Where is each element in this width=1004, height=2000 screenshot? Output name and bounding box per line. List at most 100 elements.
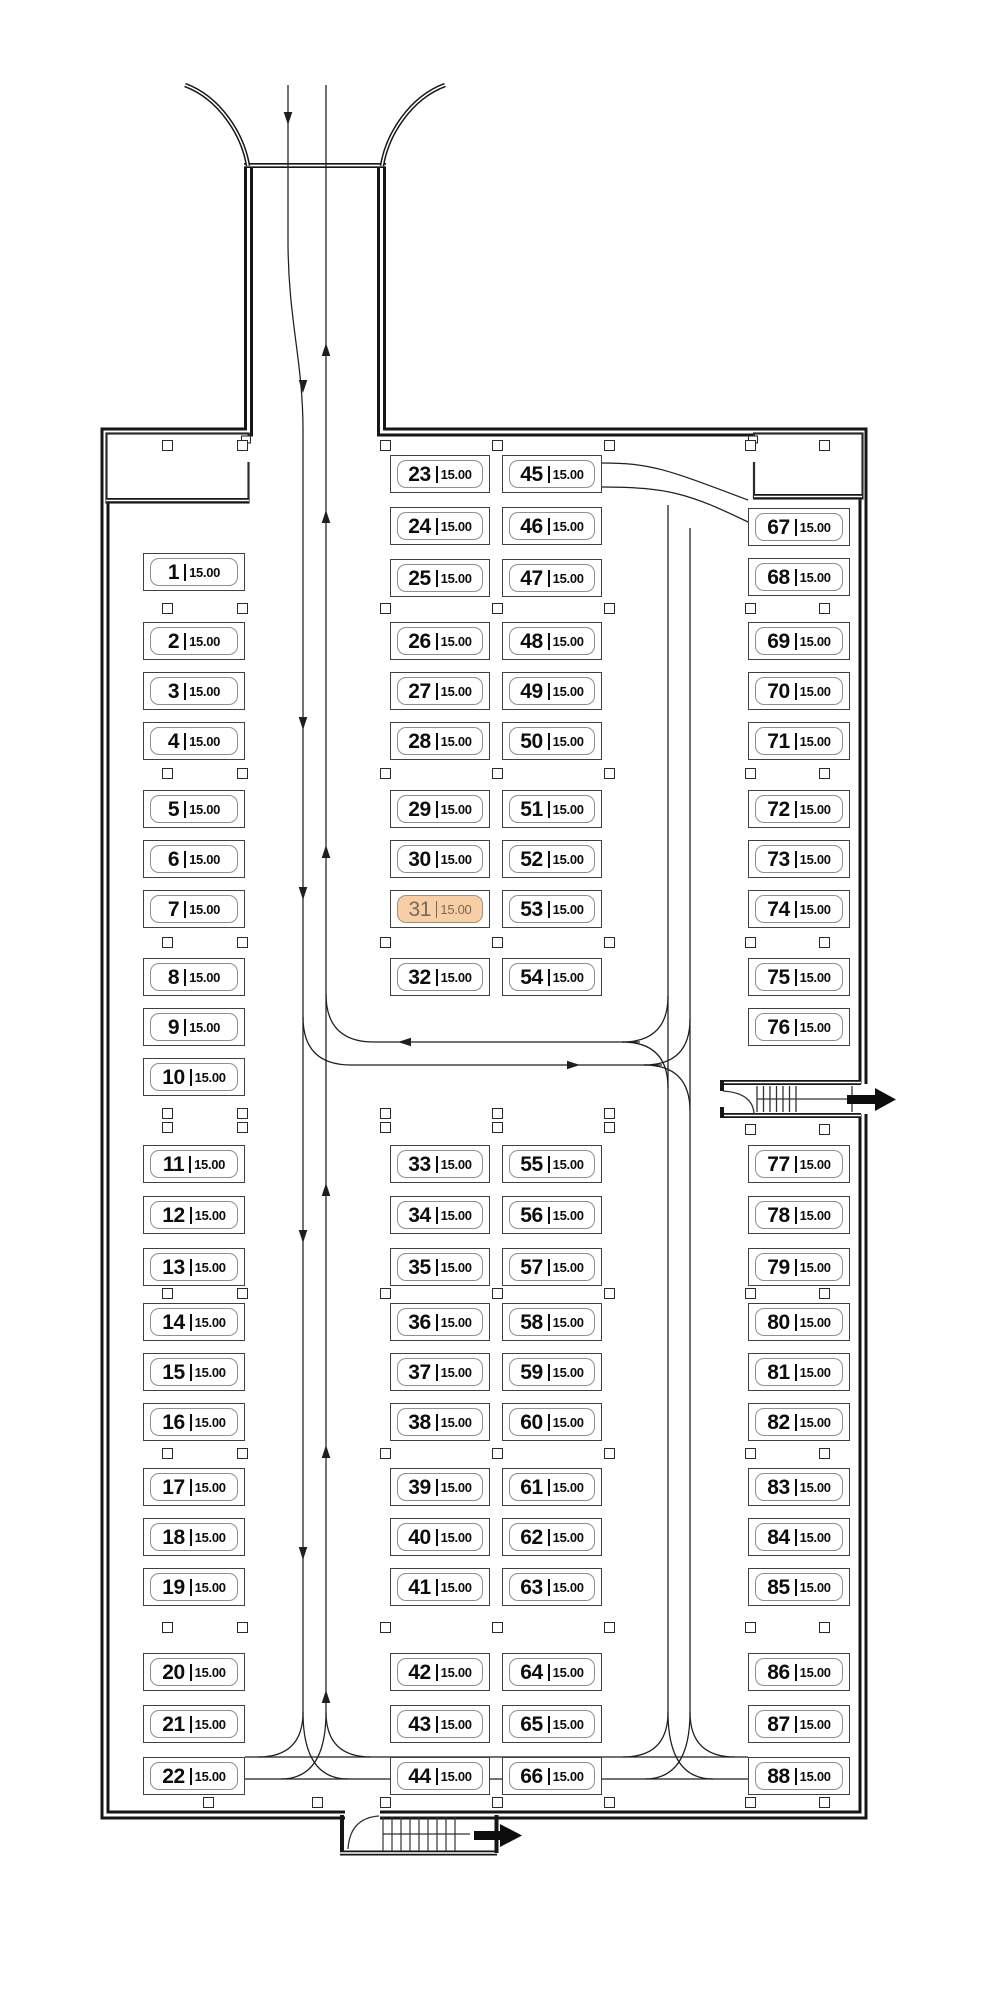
label-divider [435, 1578, 438, 1596]
space-size-value: 15.00 [194, 1664, 226, 1680]
space-number: 72 [767, 797, 790, 821]
label-divider [435, 465, 438, 483]
space-number: 41 [408, 1575, 431, 1599]
label-divider [435, 1313, 438, 1331]
label-divider [547, 1528, 550, 1546]
room-door-gap [750, 442, 758, 462]
stair-treads [756, 1086, 853, 1112]
structural-column-square [744, 440, 756, 451]
space-size-value: 15.00 [799, 851, 831, 867]
structural-column-square [161, 937, 173, 948]
